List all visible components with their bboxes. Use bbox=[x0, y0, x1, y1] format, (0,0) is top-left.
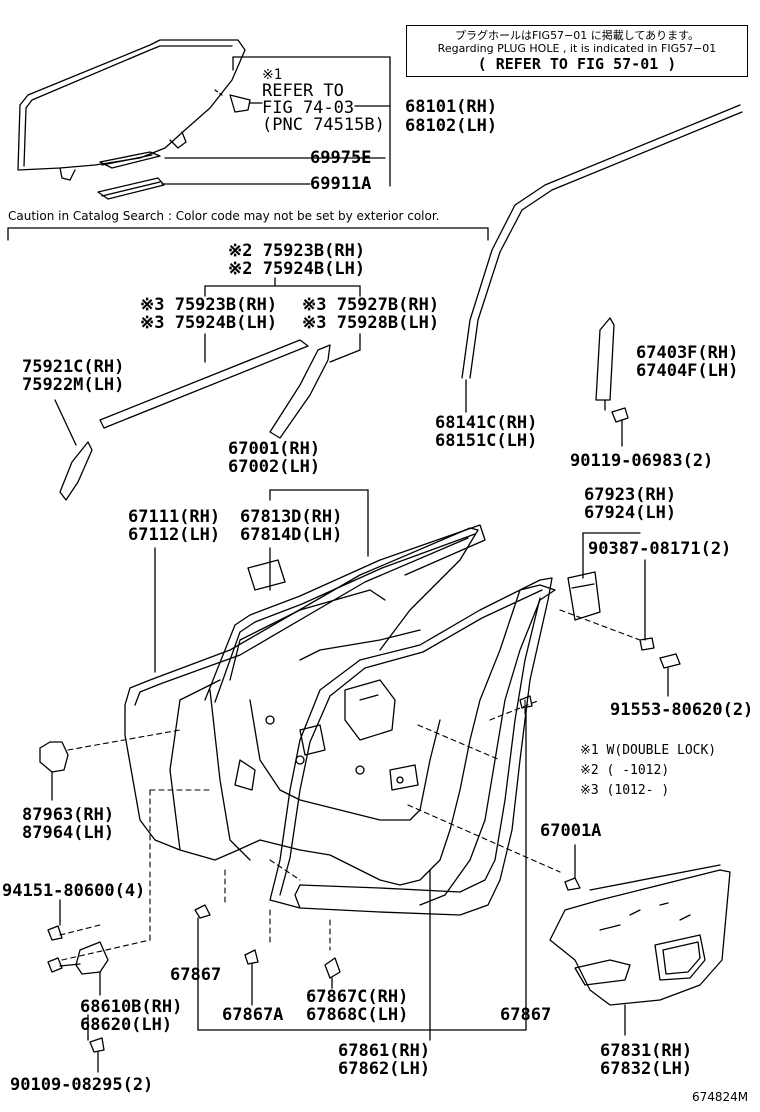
legend-note-2: ※2 ( -1012) bbox=[580, 763, 670, 778]
glass-channels bbox=[97, 151, 165, 200]
frame-garnish bbox=[269, 344, 331, 439]
part-75928B[interactable]: ※3 75928B(LH) bbox=[302, 313, 440, 333]
part-67923[interactable]: 67923(RH) bbox=[584, 485, 677, 505]
part-67112[interactable]: 67112(LH) bbox=[128, 525, 221, 545]
door-bracket bbox=[567, 571, 601, 621]
corner-garnish bbox=[59, 441, 93, 501]
part-67403F[interactable]: 67403F(RH) bbox=[636, 343, 739, 363]
part-69975E[interactable]: 69975E bbox=[310, 148, 372, 168]
part-67832[interactable]: 67832(LH) bbox=[600, 1059, 693, 1079]
legend-note-3: ※3 (1012- ) bbox=[580, 783, 670, 798]
refer-line1: REFER TO bbox=[262, 81, 344, 101]
part-67001[interactable]: 67001(RH) bbox=[228, 439, 321, 459]
door-weatherstrip bbox=[269, 577, 553, 916]
part-67862[interactable]: 67862(LH) bbox=[338, 1059, 431, 1079]
legend-note-1: ※1 W(DOUBLE LOCK) bbox=[580, 743, 717, 758]
part-75923B-2[interactable]: ※2 75923B(RH) bbox=[228, 241, 366, 261]
part-68102[interactable]: 68102(LH) bbox=[405, 116, 498, 136]
part-67111[interactable]: 67111(RH) bbox=[128, 507, 221, 527]
part-90387[interactable]: 90387-08171(2) bbox=[588, 539, 732, 559]
part-67861[interactable]: 67861(RH) bbox=[338, 1041, 431, 1061]
door-trim-panel bbox=[549, 864, 731, 1006]
note-line-en: Regarding PLUG HOLE , it is indicated in… bbox=[437, 42, 717, 55]
door-check bbox=[75, 941, 109, 975]
pad bbox=[247, 559, 286, 591]
part-91553[interactable]: 91553-80620(2) bbox=[610, 700, 754, 720]
part-87964[interactable]: 87964(LH) bbox=[22, 823, 115, 843]
part-67001A[interactable]: 67001A bbox=[540, 821, 602, 841]
inner-pad bbox=[39, 741, 69, 773]
part-67867C[interactable]: 67867C(RH) bbox=[306, 987, 409, 1007]
part-67867A[interactable]: 67867A bbox=[222, 1005, 284, 1025]
part-69911A[interactable]: 69911A bbox=[310, 174, 372, 194]
part-68141C[interactable]: 68141C(RH) bbox=[435, 413, 538, 433]
part-90119[interactable]: 90119-06983(2) bbox=[570, 451, 714, 471]
part-90109[interactable]: 90109-08295(2) bbox=[10, 1075, 154, 1095]
part-75922M[interactable]: 75922M(LH) bbox=[22, 375, 125, 395]
part-67867-left[interactable]: 67867 bbox=[170, 965, 222, 985]
part-67867-right[interactable]: 67867 bbox=[500, 1005, 552, 1025]
part-67404F[interactable]: 67404F(LH) bbox=[636, 361, 739, 381]
rear-frame-seal bbox=[595, 317, 615, 401]
part-75924B-2[interactable]: ※2 75924B(LH) bbox=[228, 259, 366, 279]
belt-moulding bbox=[99, 339, 309, 429]
part-68620[interactable]: 68620(LH) bbox=[80, 1015, 173, 1035]
plug-hole-note-box: プラグホールはFIG57−01 に掲載してあります。 Regarding PLU… bbox=[406, 25, 748, 77]
part-75924B-3[interactable]: ※3 75924B(LH) bbox=[140, 313, 278, 333]
refer-mark: ※1 bbox=[262, 67, 283, 83]
part-87963[interactable]: 87963(RH) bbox=[22, 805, 115, 825]
note-line-jp: プラグホールはFIG57−01 に掲載してあります。 bbox=[454, 29, 700, 42]
part-67002[interactable]: 67002(LH) bbox=[228, 457, 321, 477]
part-75921C[interactable]: 75921C(RH) bbox=[22, 357, 125, 377]
part-75927B[interactable]: ※3 75927B(RH) bbox=[302, 295, 440, 315]
part-68101[interactable]: 68101(RH) bbox=[405, 97, 498, 117]
frame-weatherstrip bbox=[461, 104, 741, 379]
note-line-refer: ( REFER TO FIG 57-01 ) bbox=[477, 55, 677, 73]
part-67814D[interactable]: 67814D(LH) bbox=[240, 525, 343, 545]
part-94151[interactable]: 94151-80600(4) bbox=[2, 881, 146, 901]
part-67831[interactable]: 67831(RH) bbox=[600, 1041, 693, 1061]
caution-note: Caution in Catalog Search : Color code m… bbox=[8, 209, 440, 223]
part-67924[interactable]: 67924(LH) bbox=[584, 503, 677, 523]
door-frame bbox=[124, 524, 556, 906]
part-75923B-3[interactable]: ※3 75923B(RH) bbox=[140, 295, 278, 315]
part-67813D[interactable]: 67813D(RH) bbox=[240, 507, 343, 527]
figure-id: 674824M bbox=[692, 1090, 749, 1104]
part-67868C[interactable]: 67868C(LH) bbox=[306, 1005, 409, 1025]
part-68610B[interactable]: 68610B(RH) bbox=[80, 997, 183, 1017]
refer-line3: (PNC 74515B) bbox=[262, 115, 385, 135]
refer-line2: FIG 74-03 bbox=[262, 98, 355, 118]
part-68151C[interactable]: 68151C(LH) bbox=[435, 431, 538, 451]
